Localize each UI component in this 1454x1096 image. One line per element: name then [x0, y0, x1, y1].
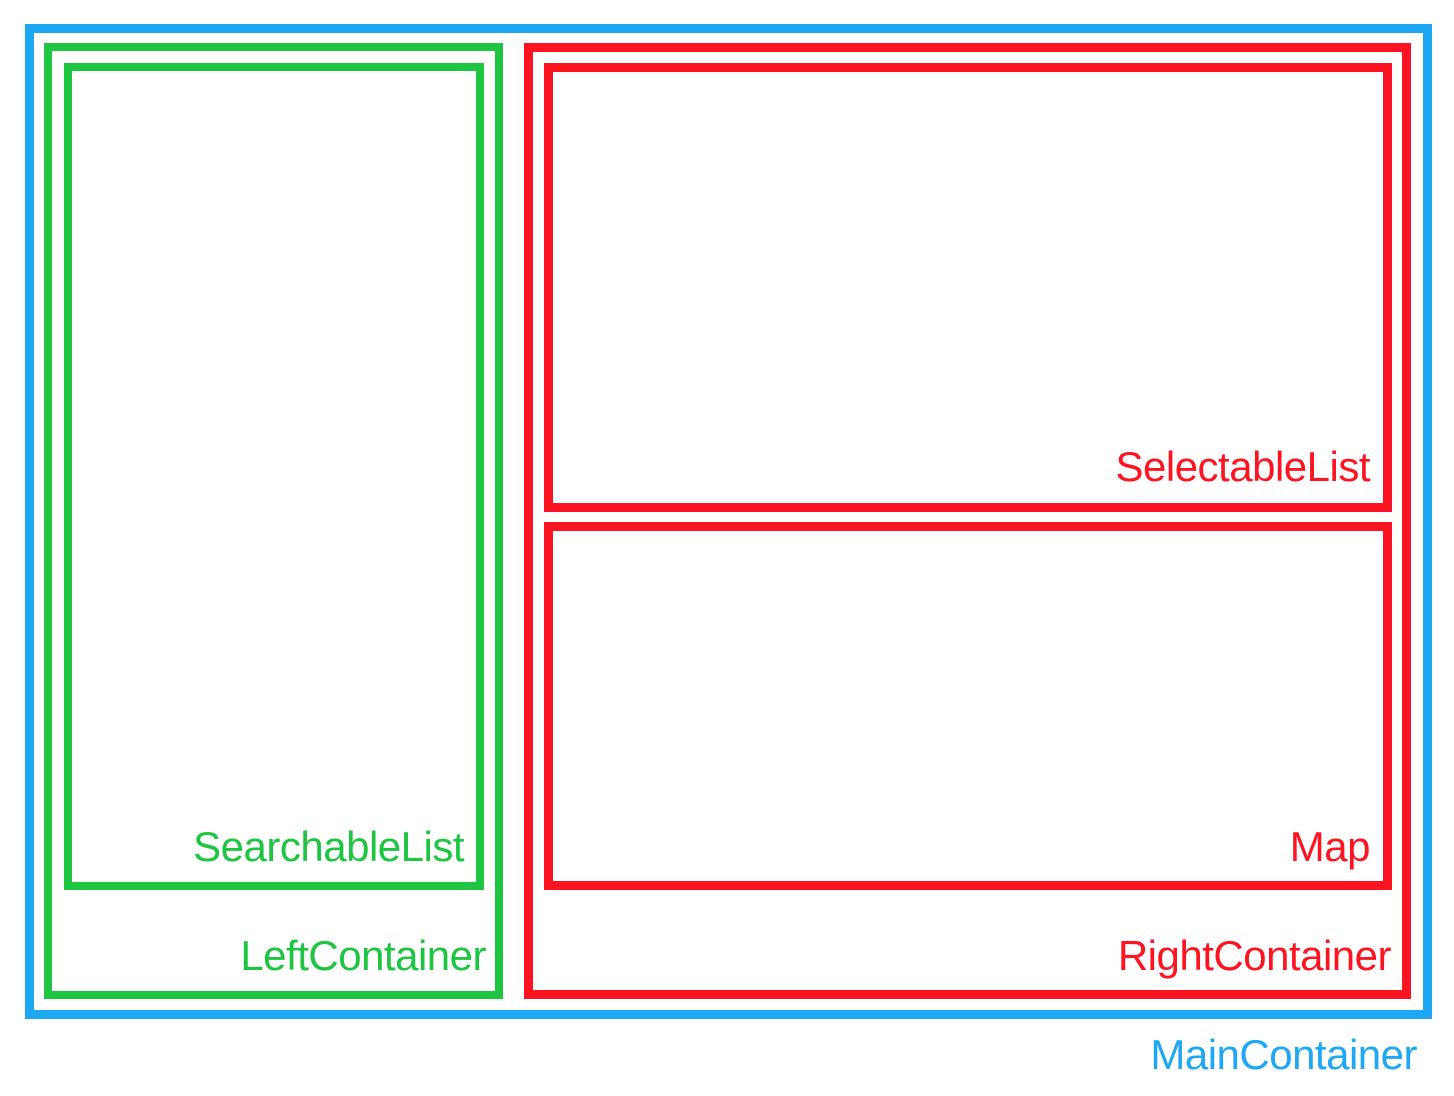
- main-container-box: [25, 24, 1432, 1019]
- left-container-label: LeftContainer: [240, 932, 486, 979]
- main-container-label: MainContainer: [1150, 1031, 1417, 1078]
- left-container-box: [44, 43, 503, 999]
- searchable-list-box: [64, 63, 484, 890]
- selectable-list-box: [544, 63, 1392, 512]
- searchable-list-label: SearchableList: [193, 823, 464, 870]
- right-container-box: [524, 43, 1411, 999]
- right-container-label: RightContainer: [1117, 932, 1392, 979]
- map-label: Map: [1289, 823, 1371, 870]
- selectable-list-label: SelectableList: [1115, 443, 1371, 490]
- map-box: [544, 522, 1392, 890]
